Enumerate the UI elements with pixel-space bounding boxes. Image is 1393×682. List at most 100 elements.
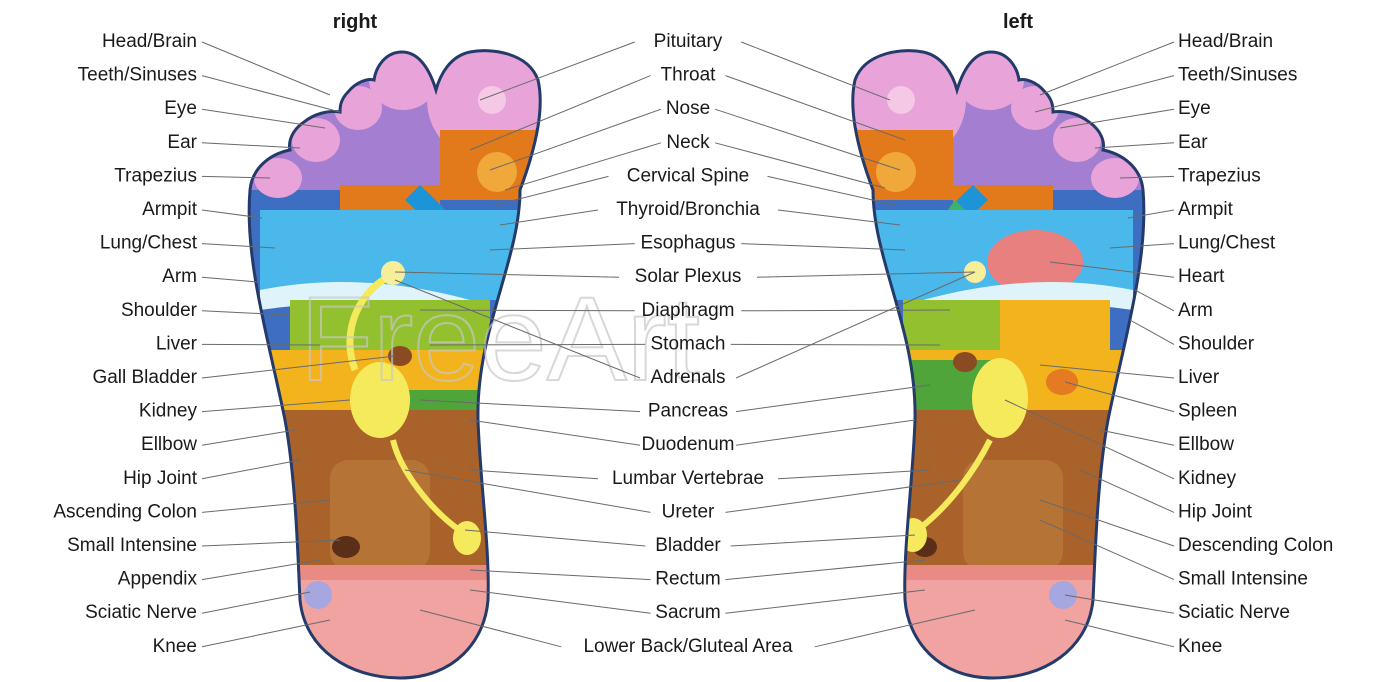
label-right-knee: Knee — [153, 636, 197, 657]
label-left-lung-chest: Lung/Chest — [1178, 233, 1276, 254]
label-right-small-intensine: Small Intensine — [67, 535, 197, 556]
label-center-cervical-spine: Cervical Spine — [627, 165, 750, 186]
nose-spot — [876, 152, 916, 192]
label-center-nose: Nose — [666, 98, 710, 119]
leader-left-ellbow — [1100, 430, 1174, 445]
leader-left-shoulder — [1130, 320, 1174, 344]
nose-spot — [477, 152, 517, 192]
leader-right-ellbow — [202, 430, 295, 445]
leader-left-arm — [1135, 290, 1174, 311]
watermark: FreeArt — [300, 272, 700, 406]
leader-left-head-brain — [1040, 42, 1174, 95]
label-left-descending-colon: Descending Colon — [1178, 535, 1333, 556]
leader-center-l-rectum — [726, 560, 926, 580]
leader-right-ear — [202, 143, 300, 148]
label-center-thyroid-bronchia: Thyroid/Bronchia — [616, 199, 760, 220]
spleen-spot — [1046, 369, 1078, 395]
pituitary-spot — [478, 86, 506, 114]
leader-center-l-pancreas — [736, 385, 930, 412]
label-center-adrenals: Adrenals — [651, 367, 726, 388]
leader-center-l-bladder — [731, 535, 915, 546]
label-center-lower-back-gluteal-area: Lower Back/Gluteal Area — [583, 636, 793, 657]
label-center-rectum: Rectum — [655, 569, 720, 590]
label-center-neck: Neck — [666, 132, 710, 153]
leader-center-l-duodenum — [736, 420, 915, 445]
label-left-armpit: Armpit — [1178, 199, 1234, 220]
label-left-shoulder: Shoulder — [1178, 333, 1255, 354]
leader-center-r-stomach — [430, 344, 645, 345]
label-left-trapezius: Trapezius — [1178, 165, 1261, 186]
leader-center-l-sacrum — [726, 590, 926, 613]
label-right-appendix: Appendix — [118, 569, 198, 590]
label-left-sciatic-nerve: Sciatic Nerve — [1178, 602, 1290, 623]
label-right-eye: Eye — [164, 98, 197, 119]
label-left-eye: Eye — [1178, 98, 1211, 119]
kidney-shape — [972, 358, 1028, 438]
left-foot — [800, 40, 1200, 682]
label-right-ascending-colon: Ascending Colon — [53, 501, 197, 522]
label-right-ellbow: Ellbow — [141, 434, 197, 455]
right-foot-header: right — [333, 11, 378, 33]
label-center-ureter: Ureter — [662, 501, 715, 522]
label-center-throat: Throat — [661, 65, 717, 86]
label-left-ear: Ear — [1178, 132, 1208, 153]
small-intestine-zone — [963, 460, 1063, 570]
label-right-head-brain: Head/Brain — [102, 31, 197, 52]
labels: Head/BrainTeeth/SinusesEyeEarTrapeziusAr… — [53, 31, 1333, 657]
liver-spot — [953, 352, 977, 372]
label-left-teeth-sinuses: Teeth/Sinuses — [1178, 65, 1297, 86]
leader-right-arm — [202, 277, 258, 282]
label-right-gall-bladder: Gall Bladder — [92, 367, 197, 388]
label-center-sacrum: Sacrum — [655, 602, 720, 623]
label-center-diaphragm: Diaphragm — [642, 300, 735, 321]
leader-center-r-duodenum — [470, 420, 640, 445]
leader-right-liver — [202, 344, 320, 345]
label-right-armpit: Armpit — [142, 199, 198, 220]
label-left-hip-joint: Hip Joint — [1178, 501, 1253, 522]
pituitary-spot — [887, 86, 915, 114]
label-right-liver: Liver — [156, 333, 198, 354]
label-center-esophagus: Esophagus — [640, 233, 735, 254]
leader-left-ear — [1095, 143, 1174, 148]
label-right-kidney: Kidney — [139, 401, 198, 422]
sciatic-spot — [1049, 581, 1077, 609]
label-center-stomach: Stomach — [651, 333, 726, 354]
left-foot-header: left — [1003, 11, 1033, 33]
label-left-liver: Liver — [1178, 367, 1220, 388]
label-left-spleen: Spleen — [1178, 401, 1237, 422]
label-center-bladder: Bladder — [655, 535, 721, 556]
label-right-arm: Arm — [162, 266, 197, 287]
label-left-ellbow: Ellbow — [1178, 434, 1234, 455]
label-center-pituitary: Pituitary — [654, 31, 723, 52]
label-center-lumbar-vertebrae: Lumbar Vertebrae — [612, 468, 764, 489]
label-right-shoulder: Shoulder — [121, 300, 198, 321]
leader-center-l-lumbar-vertebrae — [778, 470, 930, 479]
label-right-hip-joint: Hip Joint — [123, 468, 198, 489]
label-left-small-intensine: Small Intensine — [1178, 569, 1308, 590]
heel-zone — [270, 580, 490, 682]
label-right-ear: Ear — [167, 132, 197, 153]
leader-left-teeth-sinuses — [1035, 76, 1174, 112]
label-center-solar-plexus: Solar Plexus — [635, 266, 742, 287]
leader-right-sciatic-nerve — [202, 592, 310, 613]
leader-right-hip-joint — [202, 460, 300, 479]
label-left-head-brain: Head/Brain — [1178, 31, 1273, 52]
leader-center-r-lumbar-vertebrae — [470, 470, 598, 479]
leader-center-l-stomach — [731, 344, 940, 345]
appendix-spot — [332, 536, 360, 558]
label-left-knee: Knee — [1178, 636, 1222, 657]
label-left-kidney: Kidney — [1178, 468, 1237, 489]
leader-right-teeth-sinuses — [202, 76, 340, 112]
label-left-heart: Heart — [1178, 266, 1225, 287]
label-center-duodenum: Duodenum — [642, 434, 735, 455]
label-right-lung-chest: Lung/Chest — [100, 233, 198, 254]
leader-center-r-rectum — [470, 570, 651, 580]
label-center-pancreas: Pancreas — [648, 401, 728, 422]
label-right-sciatic-nerve: Sciatic Nerve — [85, 602, 197, 623]
label-right-teeth-sinuses: Teeth/Sinuses — [78, 65, 197, 86]
leader-right-head-brain — [202, 42, 330, 95]
label-left-arm: Arm — [1178, 300, 1213, 321]
bladder-shape — [453, 521, 481, 555]
